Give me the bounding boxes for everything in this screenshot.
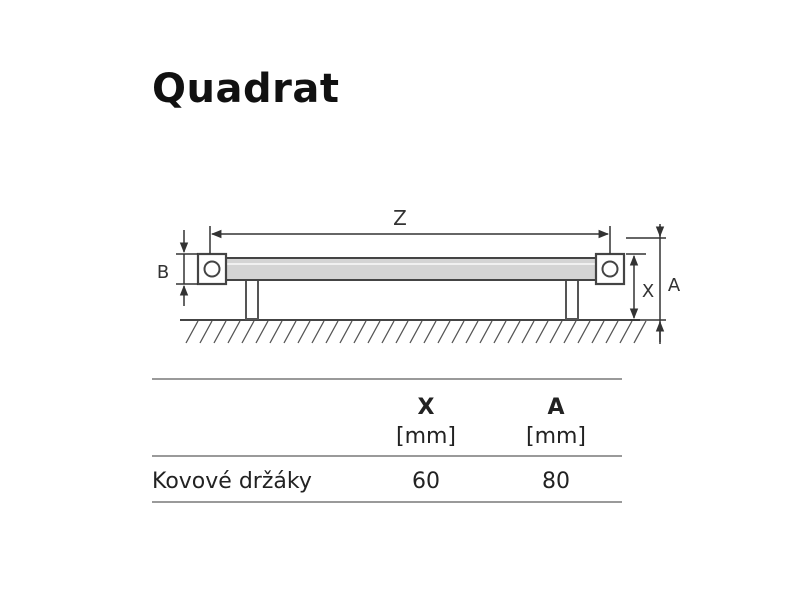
hatch-line xyxy=(227,320,241,344)
hatch-line xyxy=(619,320,633,344)
column-header-x: X xyxy=(417,395,435,420)
right-leg xyxy=(565,278,579,320)
page-title: Quadrat xyxy=(152,66,340,112)
hatch-line xyxy=(577,320,591,344)
dimension-b xyxy=(176,230,198,306)
hatch-line xyxy=(605,320,619,344)
dimension-a xyxy=(626,224,666,344)
table-cell-x: 60 xyxy=(412,469,440,494)
dimension-z xyxy=(209,226,611,254)
left-leg xyxy=(245,278,259,320)
floor-hatching xyxy=(180,319,647,344)
table-top-rule xyxy=(152,378,622,380)
label-a: A xyxy=(668,275,681,296)
hatch-line xyxy=(325,320,339,344)
table-header-rule xyxy=(152,455,622,457)
hatch-line xyxy=(465,320,479,344)
table-cell-a: 80 xyxy=(542,469,570,494)
hatch-line xyxy=(311,320,325,344)
hatch-line xyxy=(269,320,283,344)
table-row-label: Kovové držáky xyxy=(152,469,312,494)
hatch-line xyxy=(297,320,311,344)
column-unit-x: [mm] xyxy=(395,424,457,449)
label-b: B xyxy=(157,262,169,283)
hatch-line xyxy=(353,320,367,344)
label-x: X xyxy=(642,281,654,302)
column-header-a: A xyxy=(547,395,565,420)
right-connection xyxy=(594,252,626,286)
hatch-line xyxy=(549,320,563,344)
hatch-line xyxy=(283,320,297,344)
hatch-line xyxy=(535,320,549,344)
hatch-line xyxy=(255,320,269,344)
hatch-line xyxy=(241,320,255,344)
hatch-line xyxy=(493,320,507,344)
hatch-line xyxy=(633,320,647,344)
hatch-line xyxy=(437,320,451,344)
hatch-line xyxy=(367,320,381,344)
radiator-tube xyxy=(221,257,603,281)
hatch-line xyxy=(451,320,465,344)
label-z: Z xyxy=(393,206,407,230)
hatch-line xyxy=(213,320,227,344)
column-unit-a: [mm] xyxy=(525,424,587,449)
hatch-line xyxy=(185,320,199,344)
hatch-line xyxy=(507,320,521,344)
hatch-line xyxy=(199,320,213,344)
left-connection xyxy=(196,252,228,286)
table-bottom-rule xyxy=(152,501,622,503)
hatch-line xyxy=(339,320,353,344)
hatch-line xyxy=(409,320,423,344)
hatch-line xyxy=(381,320,395,344)
hatch-line xyxy=(563,320,577,344)
hatch-line xyxy=(395,320,409,344)
hatch-line xyxy=(591,320,605,344)
hatch-line xyxy=(479,320,493,344)
hatch-line xyxy=(521,320,535,344)
hatch-line xyxy=(423,320,437,344)
